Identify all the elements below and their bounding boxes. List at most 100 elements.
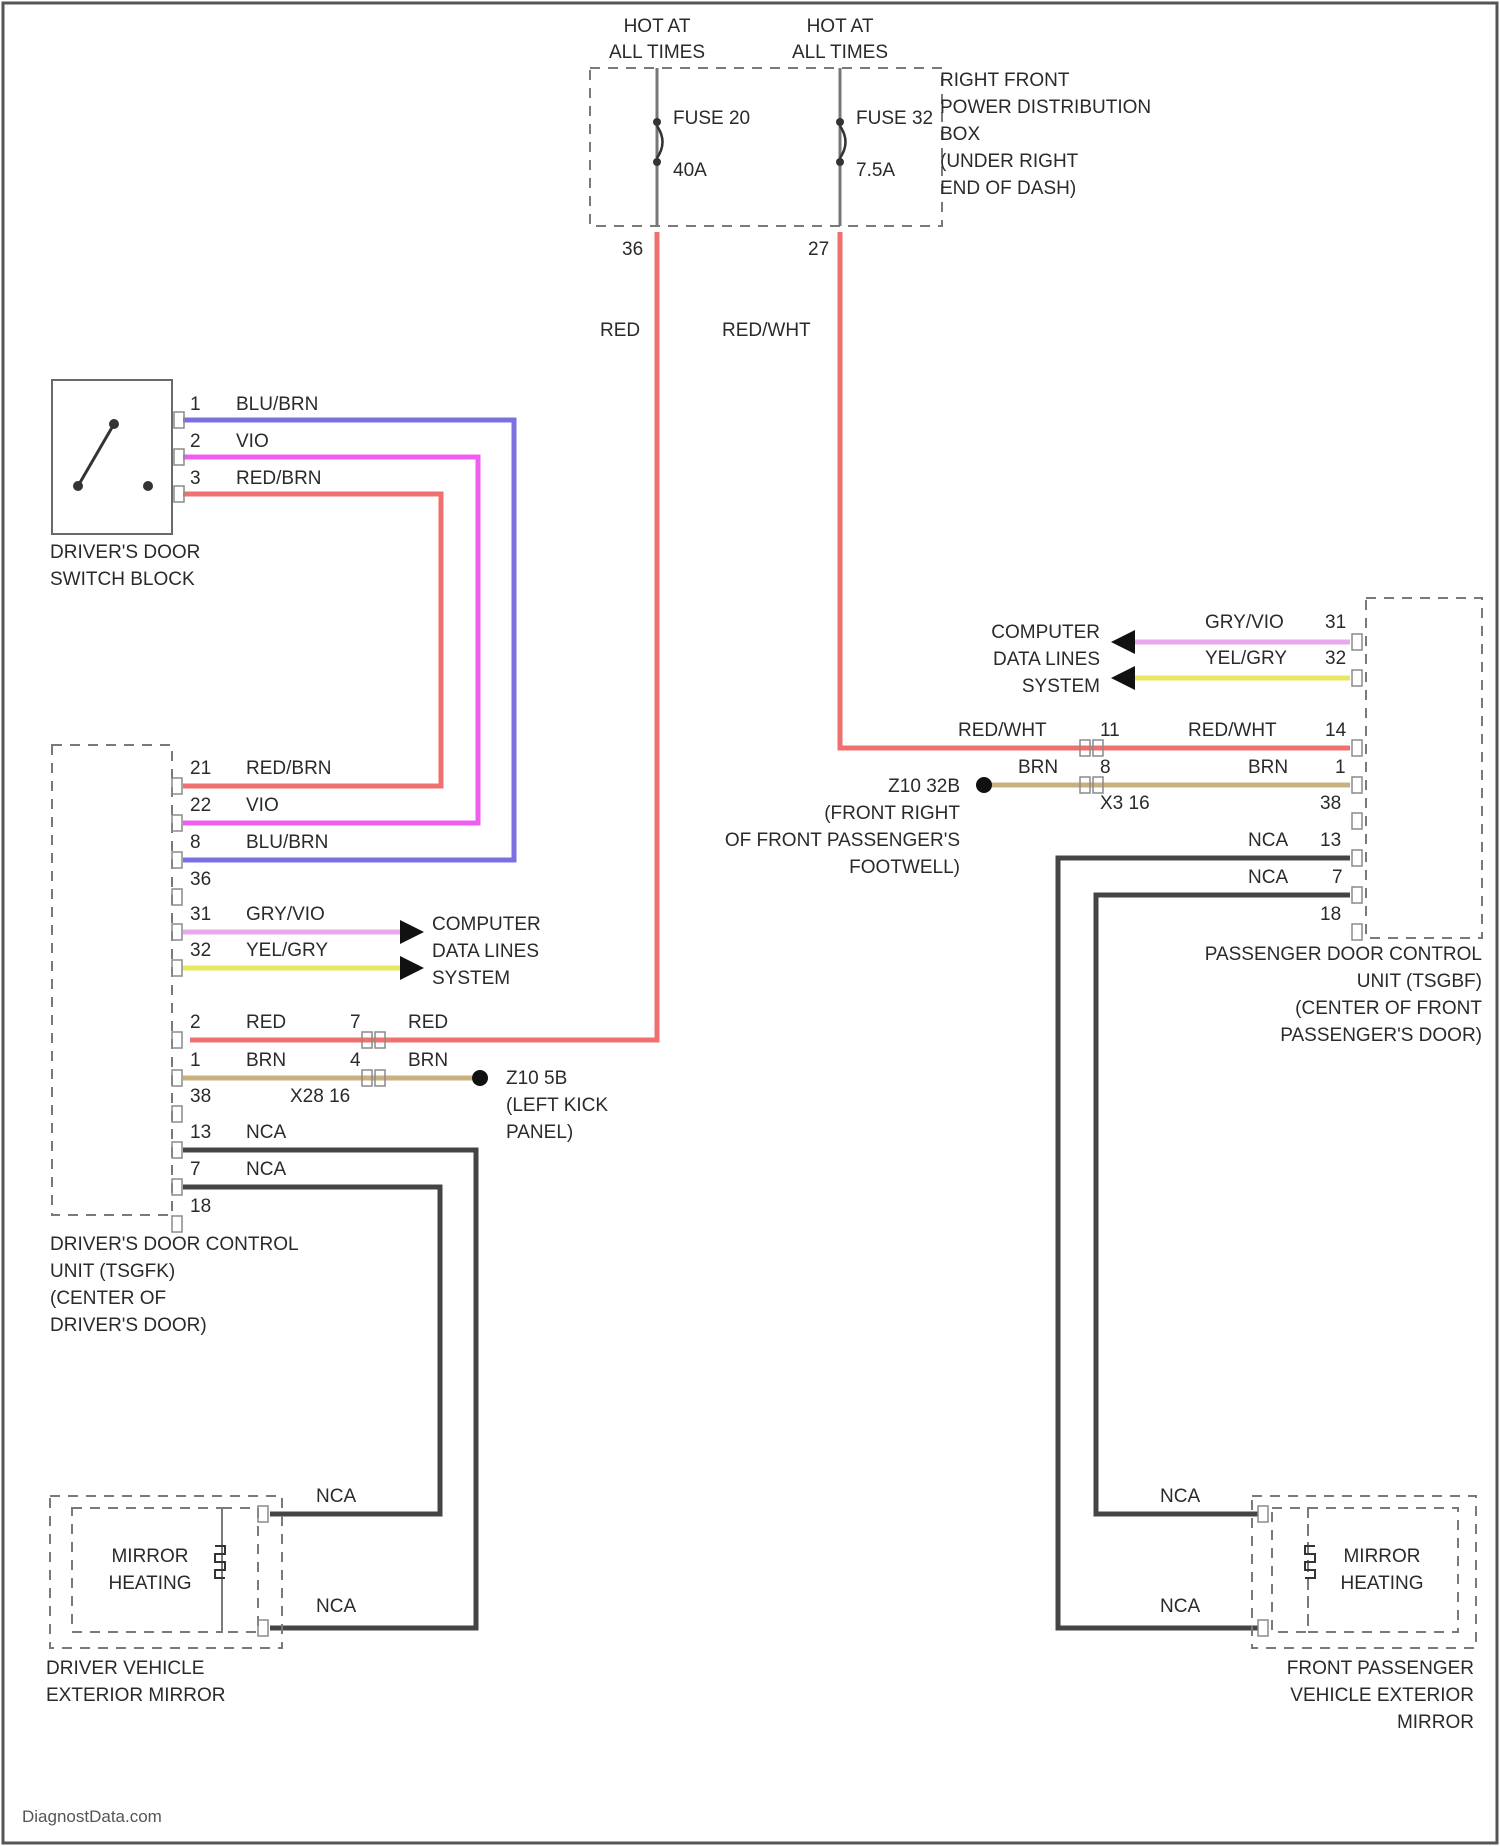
passenger-mirror-label-line-2: VEHICLE EXTERIOR <box>1290 1685 1474 1706</box>
driver-dcu-pin-21-number: 21 <box>190 758 211 779</box>
fuse-2-name: FUSE 32 <box>856 108 933 129</box>
passenger-dcu-label-line-1: PASSENGER DOOR CONTROL <box>1205 944 1482 965</box>
driver-dcu-pin-38-number: 38 <box>190 1086 211 1107</box>
wire-redwht-label: RED/WHT <box>722 320 811 341</box>
driver-mirror-wire-bottom-label: NCA <box>316 1596 356 1617</box>
passenger-dcu-pin-1 <box>1352 777 1362 793</box>
driver-dcu-label-line-3: (CENTER OF <box>50 1288 166 1309</box>
all-times-label-1: ALL TIMES <box>609 42 705 63</box>
passenger-dcu-pin-18 <box>1352 924 1362 940</box>
passenger-mirror-wire-bottom-label: NCA <box>1160 1596 1200 1617</box>
driver-dcu-pin-8-color: BLU/BRN <box>246 832 328 853</box>
connector-x28-pin-4-color: BRN <box>408 1050 448 1071</box>
passenger-data-label-line-3: SYSTEM <box>1022 676 1100 697</box>
driver-dcu-pin-38 <box>172 1106 182 1122</box>
connector-x3-pin-11: 11 <box>1100 720 1120 741</box>
driver-dcu-pin-13 <box>172 1142 182 1158</box>
fuse-box-pin-2: 27 <box>808 239 829 260</box>
driver-dcu-pin-1-number: 1 <box>190 1050 201 1071</box>
passenger-dcu-pin-7 <box>1352 887 1362 903</box>
passenger-dcu-pin-18-number: 18 <box>1320 904 1341 925</box>
passenger-dcu-pin-32-number: 32 <box>1325 648 1346 669</box>
passenger-dcu-pin-13-color: NCA <box>1248 830 1288 851</box>
passenger-mirror-inner-line-2: HEATING <box>1340 1573 1423 1594</box>
switch-contact-a <box>109 419 119 429</box>
passenger-dcu-pin-13 <box>1352 850 1362 866</box>
driver-dcu-label-line-1: DRIVER'S DOOR CONTROL <box>50 1234 299 1255</box>
passenger-mirror-label-line-3: MIRROR <box>1397 1712 1474 1733</box>
driver-dcu-pin-32-color: YEL/GRY <box>246 940 328 961</box>
fuse-1-rating: 40A <box>673 160 707 181</box>
driver-dcu-label-line-2: UNIT (TSGFK) <box>50 1261 175 1282</box>
switch-pin-3 <box>174 486 184 502</box>
driver-dcu-pin-31-color: GRY/VIO <box>246 904 325 925</box>
driver-mirror-pin-top <box>258 1506 268 1522</box>
driver-dcu-pin-36-number: 36 <box>190 869 211 890</box>
driver-dcu-pin-8-number: 8 <box>190 832 201 853</box>
switch-pin-1 <box>174 412 184 428</box>
driver-dcu-pin-7 <box>172 1179 182 1195</box>
driver-ground-label-line-2: (LEFT KICK <box>506 1095 608 1116</box>
passenger-mirror-outline <box>1252 1496 1476 1648</box>
passenger-mirror-connector <box>1272 1508 1308 1632</box>
driver-dcu-pin-13-color: NCA <box>246 1122 286 1143</box>
passenger-dcu-pin-38 <box>1352 813 1362 829</box>
fuse-box-label-line-1: RIGHT FRONT <box>940 70 1070 91</box>
passenger-dcu-pin-14 <box>1352 740 1362 756</box>
driver-data-label-line-1: COMPUTER <box>432 914 541 935</box>
passenger-mirror-heating-box <box>1308 1508 1458 1632</box>
driver-data-arrow-2 <box>400 956 424 980</box>
passenger-dcu-pin-13-number: 13 <box>1320 830 1341 851</box>
passenger-dcu-pin-14-color: RED/WHT <box>1188 720 1277 741</box>
power-distribution-box: HOT AT ALL TIMES HOT AT ALL TIMES FUSE 2… <box>590 16 1151 260</box>
passenger-dcu-pin-1-number: 1 <box>1335 757 1346 778</box>
driver-dcu-pin-31 <box>172 924 182 940</box>
wire-red-brn <box>183 494 441 786</box>
passenger-dcu-pin-14-number: 14 <box>1325 720 1347 741</box>
fuse-1-top-terminal <box>653 118 661 126</box>
driver-dcu-pin-2-color: RED <box>246 1012 286 1033</box>
driver-dcu-pin-13-number: 13 <box>190 1122 211 1143</box>
fuse-box-pin-1: 36 <box>622 239 643 260</box>
wire-pass-nca-7 <box>1096 895 1350 1514</box>
fuse-box-label-line-5: END OF DASH) <box>940 178 1076 199</box>
passenger-dcu-label-line-3: (CENTER OF FRONT <box>1295 998 1482 1019</box>
driver-dcu-pin-2 <box>172 1032 182 1048</box>
switch-pin-3-color: RED/BRN <box>236 468 322 489</box>
passenger-ground-label-line-3: OF FRONT PASSENGER'S <box>725 830 960 851</box>
connector-x3-label: X3 16 <box>1100 793 1150 814</box>
driver-exterior-mirror: MIRROR HEATING NCA NCA DRIVER VEHICLE EX… <box>46 1486 356 1706</box>
driver-dcu-outline <box>52 745 172 1215</box>
driver-data-label-line-2: DATA LINES <box>432 941 539 962</box>
driver-dcu-pin-31-number: 31 <box>190 904 211 925</box>
switch-block-label-line-1: DRIVER'S DOOR <box>50 542 200 563</box>
driver-dcu-pin-7-color: NCA <box>246 1159 286 1180</box>
switch-pin-2-number: 2 <box>190 431 201 452</box>
passenger-data-arrow-2 <box>1111 666 1135 690</box>
wire-driver-nca-13 <box>183 1150 476 1628</box>
connector-x28-label: X28 16 <box>290 1086 350 1107</box>
driver-dcu-pin-32 <box>172 960 182 976</box>
passenger-ground-label-line-1: Z10 32B <box>888 776 960 797</box>
passenger-dcu-pin-31 <box>1352 634 1362 650</box>
passenger-dcu-pin-7-number: 7 <box>1332 867 1343 888</box>
driver-dcu-pin-2-number: 2 <box>190 1012 201 1033</box>
wire-blu-brn <box>183 420 514 860</box>
driver-mirror-label-line-2: EXTERIOR MIRROR <box>46 1685 225 1706</box>
driver-ground-symbol <box>472 1070 488 1086</box>
fuse-1-bottom-terminal <box>653 158 661 166</box>
driver-dcu-pin-32-number: 32 <box>190 940 211 961</box>
passenger-dcu-label-line-2: UNIT (TSGBF) <box>1357 971 1482 992</box>
fuse-2-rating: 7.5A <box>856 160 895 181</box>
drivers-door-switch-block: 1 BLU/BRN 2 VIO 3 RED/BRN DRIVER'S DOOR … <box>50 380 322 590</box>
fuse-box-label-line-2: POWER DISTRIBUTION <box>940 97 1151 118</box>
passenger-wire-brn-left-label: BRN <box>1018 757 1058 778</box>
driver-ground-label-line-1: Z10 5B <box>506 1068 567 1089</box>
passenger-mirror-label-line-1: FRONT PASSENGER <box>1287 1658 1474 1679</box>
passenger-ground-label-line-4: FOOTWELL) <box>849 857 960 878</box>
driver-dcu-pin-1 <box>172 1070 182 1086</box>
hot-at-label-1: HOT AT <box>624 16 691 37</box>
switch-block-body <box>52 380 172 534</box>
hot-at-label-2: HOT AT <box>807 16 874 37</box>
